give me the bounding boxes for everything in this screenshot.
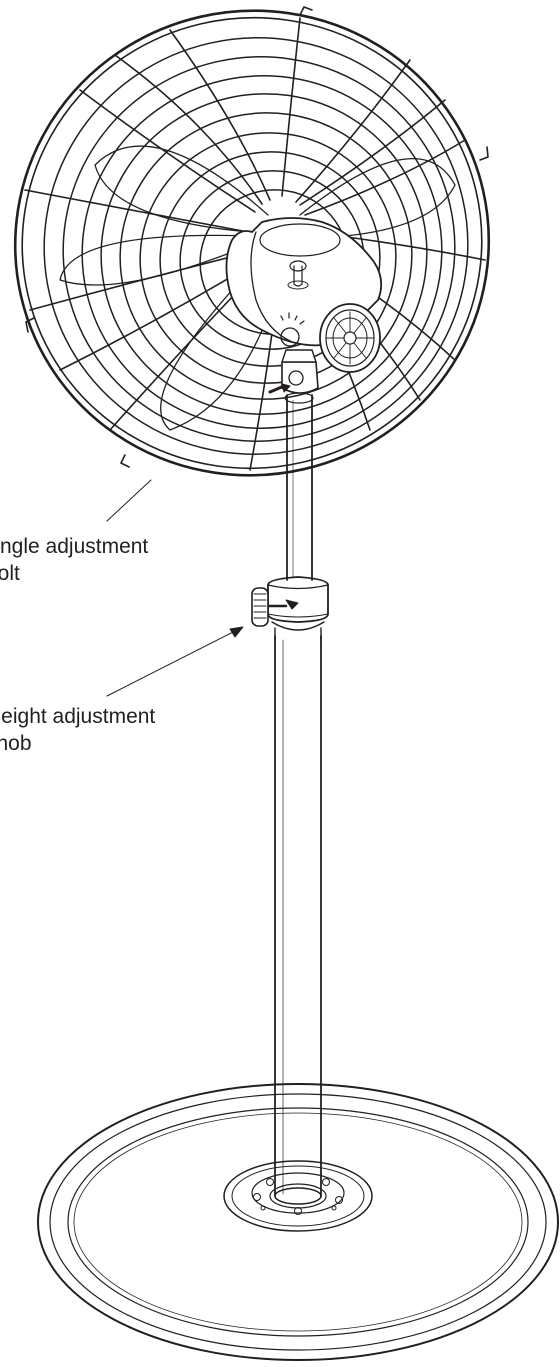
height-adjustment-knob-label: Height adjustment knob bbox=[0, 703, 155, 757]
height-label-line2: knob bbox=[0, 732, 32, 755]
motor-housing bbox=[225, 217, 383, 373]
lower-pole bbox=[274, 635, 322, 1205]
tilt-joint bbox=[268, 349, 319, 394]
angle-adjustment-bolt-label: Angle adjustment bolt bbox=[0, 533, 148, 587]
fan-base bbox=[37, 1083, 559, 1361]
height-knob-arrowhead bbox=[229, 626, 244, 638]
leader-lines bbox=[106, 479, 244, 697]
height-knob-leader bbox=[106, 627, 242, 697]
height-adjustment-knob bbox=[251, 587, 299, 627]
height-label-line1: Height adjustment bbox=[0, 705, 156, 728]
angle-bolt-leader bbox=[106, 479, 152, 522]
angle-label-line1: Angle adjustment bbox=[0, 535, 149, 558]
height-collar bbox=[267, 576, 329, 641]
angle-label-line2: bolt bbox=[0, 562, 20, 585]
base-screws bbox=[253, 1178, 343, 1215]
